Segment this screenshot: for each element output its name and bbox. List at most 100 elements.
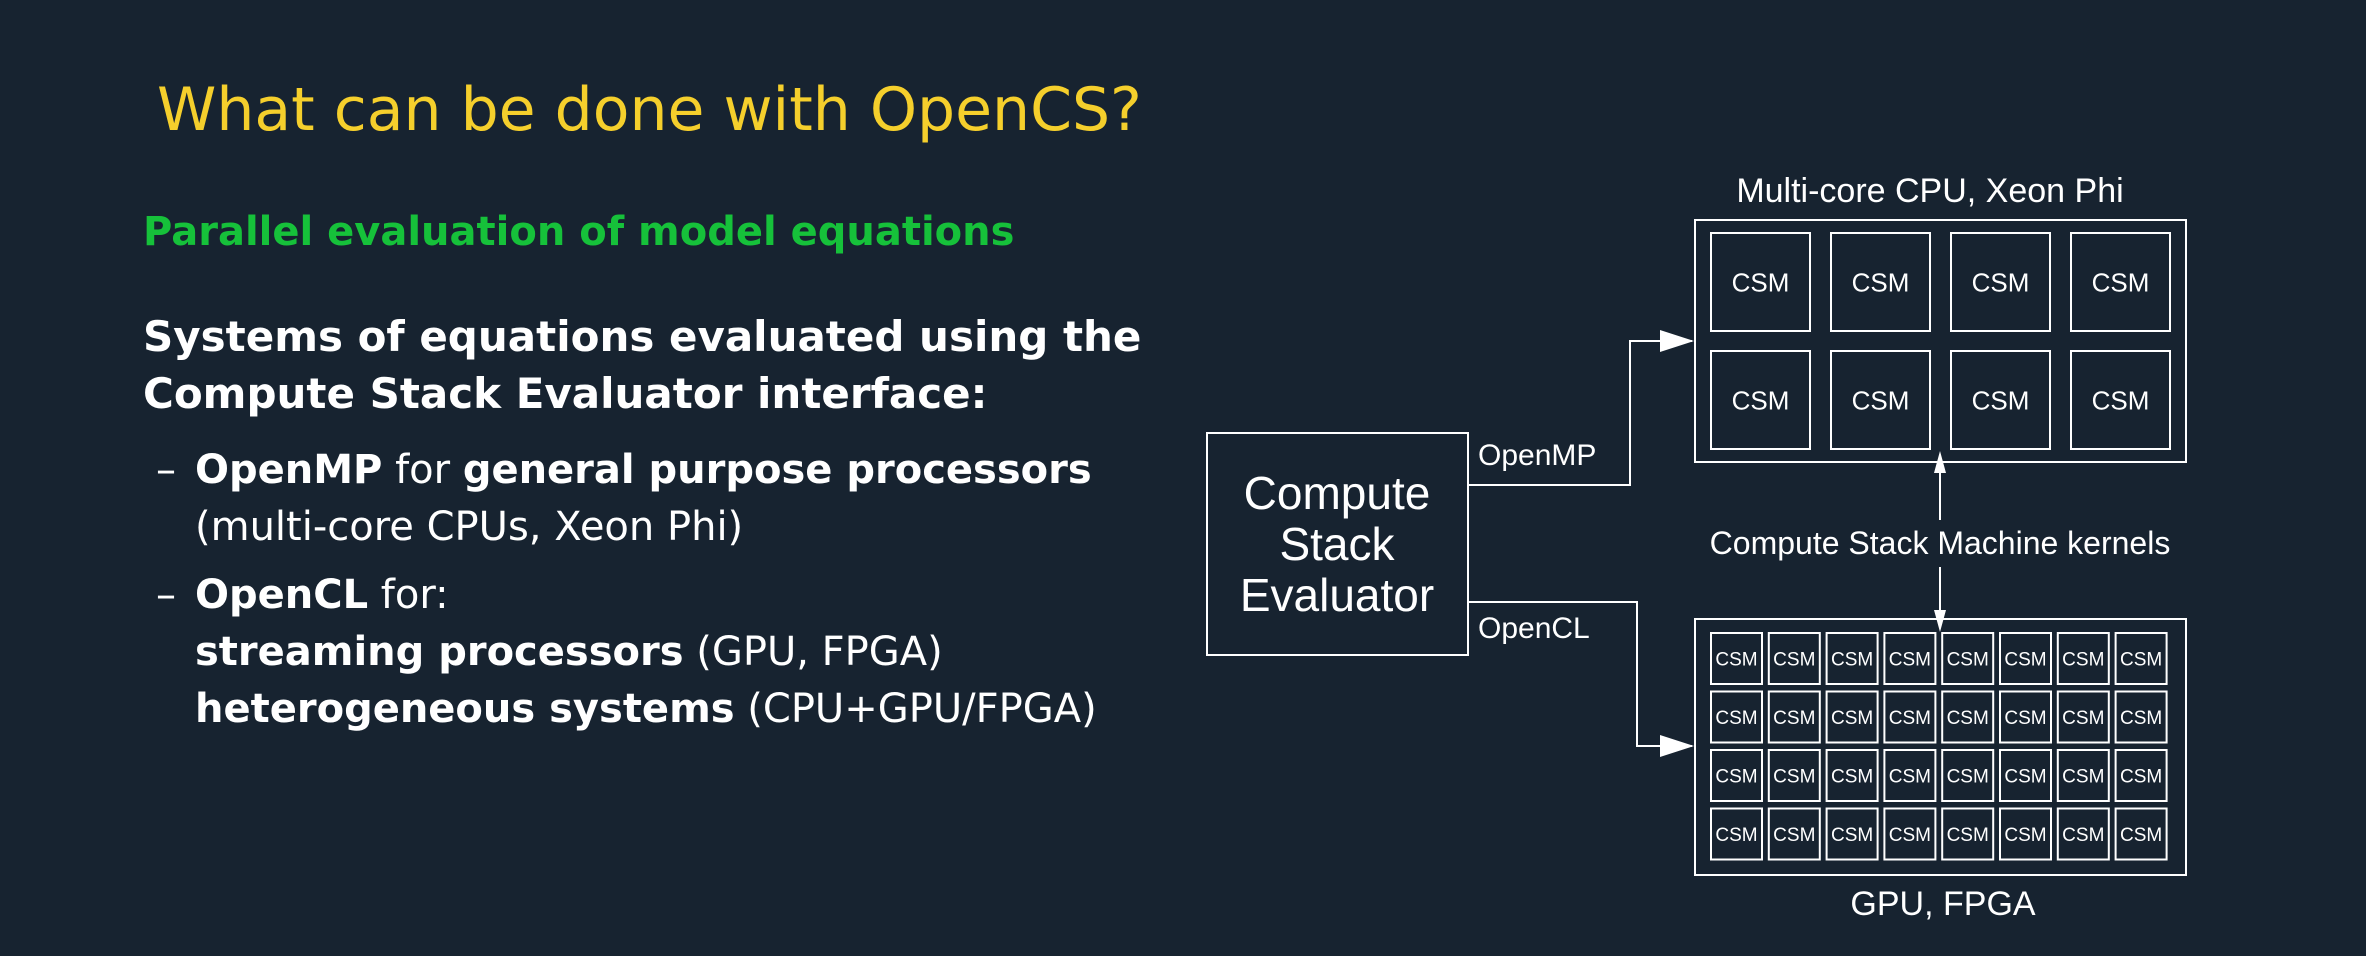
gpu-csm-box: [1883, 807, 1937, 861]
gpu-csm-box: [1941, 749, 1995, 802]
gpu-csm-box: [1999, 749, 2052, 802]
gpu-csm-box: [1941, 807, 1995, 861]
kernels-down-arrowhead: [1934, 610, 1946, 632]
gpu-csm-box: [1710, 632, 1763, 685]
gpu-csm-box: [1883, 632, 1937, 685]
cpu-csm-box: [1710, 232, 1811, 332]
gpu-csm-label: CSM: [2120, 766, 2162, 787]
gpu-csm-label: CSM: [2120, 649, 2162, 670]
cpu-container: [1694, 219, 2187, 463]
cpu-csm-box: [1950, 350, 2051, 450]
cpu-csm-label: CSM: [1732, 385, 1790, 415]
evaluator-line-3: Evaluator: [1240, 569, 1434, 621]
gpu-csm-label: CSM: [1947, 766, 1989, 787]
gpu-csm-box: [1999, 690, 2052, 744]
intro-line-1: Systems of equations evaluated using the: [143, 312, 1142, 361]
opencl-label: OpenCL: [1478, 612, 1590, 645]
intro-line-2: Compute Stack Evaluator interface:: [143, 369, 988, 418]
gpu-csm-box: [2114, 749, 2168, 802]
gpu-csm-box: [2114, 807, 2168, 861]
gpu-csm-box: [1767, 632, 1821, 685]
bullet-openmp: – OpenMP for general purpose processors …: [143, 442, 1097, 556]
cpu-csm-label: CSM: [1972, 267, 2030, 297]
slide-subtitle: Parallel evaluation of model equations: [143, 209, 1015, 255]
gpu-title: GPU, FPGA: [1850, 885, 2035, 923]
cpu-csm-label: CSM: [2092, 267, 2150, 297]
bullet-opencl-line-3: heterogeneous systems (CPU+GPU/FPGA): [195, 681, 1097, 738]
evaluator-box: [1206, 432, 1469, 656]
gpu-csm-label: CSM: [1947, 825, 1989, 846]
openmp-arrowhead: [1660, 330, 1694, 352]
gpu-csm-label: CSM: [1889, 708, 1931, 729]
cpu-title: Multi-core CPU, Xeon Phi: [1736, 172, 2123, 210]
gpu-csm-box: [1883, 690, 1937, 744]
gpu-csm-label: CSM: [1831, 825, 1873, 846]
gpu-csm-label: CSM: [1773, 708, 1815, 729]
evaluator-line-1: Compute: [1244, 467, 1431, 519]
gpu-csm-label: CSM: [1831, 766, 1873, 787]
openmp-label: OpenMP: [1478, 439, 1596, 472]
opencl-arrowhead: [1660, 735, 1694, 757]
gpu-csm-box: [2056, 632, 2110, 685]
cpu-csm-box: [2070, 350, 2171, 450]
heterogeneous-systems-detail: (CPU+GPU/FPGA): [734, 686, 1097, 732]
gpu-csm-label: CSM: [2062, 766, 2104, 787]
bullet-openmp-for: for: [382, 447, 463, 493]
cpu-csm-label: CSM: [2092, 385, 2150, 415]
gpu-csm-box: [2114, 632, 2168, 685]
gpu-csm-label: CSM: [1889, 649, 1931, 670]
kernels-label: Compute Stack Machine kernels: [1710, 525, 2171, 561]
gpu-csm-label: CSM: [1889, 825, 1931, 846]
gpu-csm-box: [1767, 690, 1821, 744]
gpu-csm-box: [1710, 690, 1763, 744]
bullet-openmp-line-2: (multi-core CPUs, Xeon Phi): [195, 504, 744, 550]
cpu-csm-label: CSM: [1972, 385, 2030, 415]
gpu-csm-label: CSM: [1773, 766, 1815, 787]
bullet-opencl: – OpenCL for: streaming processors (GPU,…: [143, 567, 1097, 738]
slide-title: What can be done with OpenCS?: [157, 75, 1142, 145]
intro-text: Systems of equations evaluated using the…: [143, 308, 1141, 422]
gpu-csm-box: [1825, 632, 1879, 685]
gpu-csm-box: [2056, 749, 2110, 802]
gpu-csm-box: [1941, 632, 1995, 685]
gpu-csm-box: [1941, 690, 1995, 744]
gpu-csm-label: CSM: [2120, 708, 2162, 729]
gpu-csm-label: CSM: [1715, 649, 1757, 670]
gpu-csm-label: CSM: [2004, 708, 2046, 729]
bullet-list: – OpenMP for general purpose processors …: [143, 442, 1097, 749]
bullet-opencl-line-2: streaming processors (GPU, FPGA): [195, 624, 1097, 681]
cpu-csm-label: CSM: [1852, 267, 1910, 297]
gpu-csm-label: CSM: [1715, 708, 1757, 729]
cpu-csm-box: [1710, 350, 1811, 450]
streaming-processors-detail: (GPU, FPGA): [683, 629, 943, 675]
gpu-csm-label: CSM: [1889, 766, 1931, 787]
gpu-csm-label: CSM: [1773, 825, 1815, 846]
gpu-csm-label: CSM: [2062, 825, 2104, 846]
gpu-csm-label: CSM: [2004, 766, 2046, 787]
gpu-csm-label: CSM: [2004, 649, 2046, 670]
gpu-csm-box: [1710, 807, 1763, 861]
openmp-term: OpenMP: [195, 447, 383, 493]
gpu-csm-label: CSM: [1947, 649, 1989, 670]
bullet-dash: –: [156, 447, 176, 493]
gpu-csm-box: [1767, 807, 1821, 861]
streaming-processors-term: streaming processors: [195, 629, 684, 675]
gpu-csm-box: [1767, 749, 1821, 802]
cpu-csm-box: [1830, 232, 1931, 332]
gpu-csm-box: [2056, 807, 2110, 861]
bullet-dash: –: [156, 572, 176, 618]
cpu-csm-label: CSM: [1732, 267, 1790, 297]
kernels-up-arrowhead: [1934, 451, 1946, 473]
bullet-openmp-line-1: OpenMP for general purpose processors: [195, 442, 1097, 499]
cpu-csm-box: [1830, 350, 1931, 450]
gpu-csm-label: CSM: [2004, 825, 2046, 846]
gpu-csm-box: [1825, 690, 1879, 744]
gpu-csm-box: [1710, 749, 1763, 802]
heterogeneous-systems-term: heterogeneous systems: [195, 686, 735, 732]
bullet-opencl-for: for:: [368, 572, 449, 618]
gpu-csm-label: CSM: [2062, 708, 2104, 729]
gpu-csm-label: CSM: [1831, 708, 1873, 729]
gpu-csm-box: [1999, 807, 2052, 861]
cpu-csm-label: CSM: [1852, 385, 1910, 415]
gpu-csm-box: [1825, 807, 1879, 861]
